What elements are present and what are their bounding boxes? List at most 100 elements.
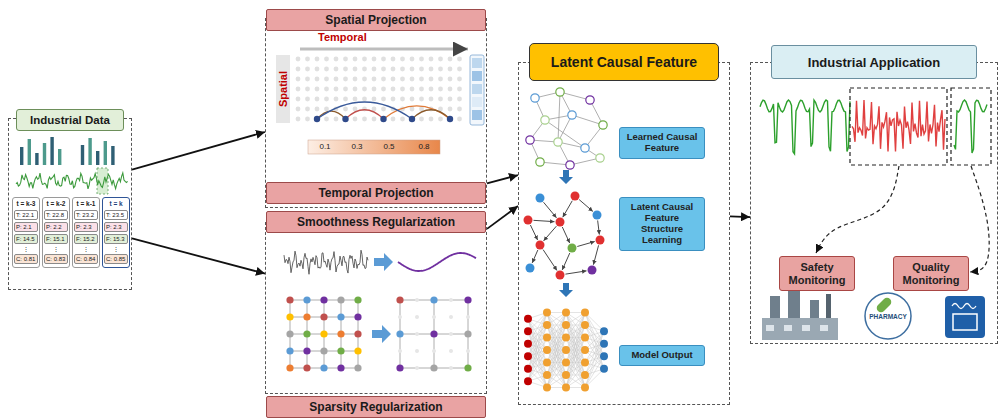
- grid-node: [303, 364, 310, 371]
- data-bar: [50, 137, 53, 165]
- selected-dot: [380, 116, 386, 122]
- nn-weight: [566, 325, 585, 388]
- grid-dot: [381, 117, 386, 122]
- neuron: [581, 309, 589, 317]
- variable-value: ⋮: [74, 246, 98, 252]
- grid-node: [303, 347, 310, 354]
- grid-dot: [372, 77, 377, 82]
- grid-node: [337, 364, 344, 371]
- neuron: [524, 352, 532, 360]
- data-bar: [43, 143, 46, 165]
- grid-dot: [362, 107, 367, 112]
- sparse-node: [430, 330, 437, 337]
- smooth-signal: [398, 253, 476, 271]
- neuron: [562, 334, 570, 342]
- stage-panel: Spatial ProjectionTemporal Projection: [265, 18, 487, 208]
- grid-dot: [391, 67, 396, 72]
- nn-weight: [547, 313, 566, 376]
- grid-dot: [438, 77, 443, 82]
- spatial-axis-bar: [276, 55, 290, 123]
- flow-arrow: [730, 215, 750, 218]
- nn-weight: [566, 325, 585, 388]
- grid-dot: [315, 107, 320, 112]
- neuron: [581, 334, 589, 342]
- feature-node: [599, 121, 607, 129]
- fault-signal: [852, 100, 945, 151]
- neuron: [562, 321, 570, 329]
- grid-dot: [334, 97, 339, 102]
- grid-dot: [419, 117, 424, 122]
- weight-cell: [472, 97, 482, 107]
- neuron: [600, 365, 608, 373]
- factory-tower: [770, 296, 780, 318]
- dependency-arc: [317, 102, 412, 119]
- motor-wave: [952, 304, 976, 309]
- time-step-card: t = kT: 23.5P: 2.3F: 15.3⋮C: 0.85: [102, 197, 130, 268]
- feature-node: [541, 116, 549, 124]
- selected-dot: [447, 116, 453, 122]
- neuron: [524, 377, 532, 385]
- grid-dot: [334, 117, 339, 122]
- causal-node: [536, 194, 545, 203]
- label-box: Latent Causal Feature Structure Learning: [619, 197, 705, 251]
- grid-dot: [353, 67, 358, 72]
- grid-dot: [410, 117, 415, 122]
- sparse-node: [432, 349, 436, 353]
- box-label: Learned Causal Feature: [623, 132, 701, 154]
- grid-dot: [448, 107, 453, 112]
- time-step-label: t = k-3: [14, 200, 38, 208]
- stage-panel: Industrial ApplicationSafety MonitoringQ…: [750, 62, 998, 344]
- grid-dot: [381, 97, 386, 102]
- grid-node: [337, 330, 344, 337]
- causal-node: [556, 218, 565, 227]
- neuron: [562, 371, 570, 379]
- causal-node: [571, 192, 580, 201]
- weight-cell: [472, 71, 482, 81]
- grid-dot: [296, 67, 301, 72]
- grid-dot: [362, 97, 367, 102]
- causal-node: [588, 266, 597, 275]
- grid-dot: [343, 87, 348, 92]
- causal-node: [536, 241, 545, 250]
- feature-node: [581, 144, 589, 152]
- grid-dot: [391, 87, 396, 92]
- feature-node: [526, 136, 534, 144]
- panel-heading: Latent Causal Feature: [529, 43, 719, 81]
- grid-dot: [400, 57, 405, 62]
- nn-weight: [566, 350, 585, 388]
- sparse-node: [430, 296, 437, 303]
- causal-edge: [562, 227, 569, 243]
- causal-edge: [577, 242, 594, 247]
- data-bar: [20, 147, 23, 165]
- grid-dot: [305, 67, 310, 72]
- sparse-node: [449, 332, 453, 336]
- variable-value: T: 23.5: [104, 210, 128, 220]
- grid-dot: [296, 107, 301, 112]
- neuron: [562, 346, 570, 354]
- neuron: [600, 327, 608, 335]
- variable-value: P: 2.1: [14, 222, 38, 232]
- grid-dot: [372, 67, 377, 72]
- grid-dot: [305, 107, 310, 112]
- noisy-signal: [284, 250, 368, 274]
- grid-dot: [457, 67, 462, 72]
- grid-dot: [372, 87, 377, 92]
- panel-heading: Spatial Projection: [266, 9, 486, 31]
- neuron: [600, 352, 608, 360]
- causal-edge: [562, 253, 570, 270]
- grid-dot: [400, 67, 405, 72]
- grid-dot: [438, 117, 443, 122]
- neuron: [581, 384, 589, 392]
- axis-label: Temporal: [318, 32, 367, 43]
- variable-value: T: 22.1: [14, 210, 38, 220]
- feature-node: [536, 158, 544, 166]
- data-bar: [111, 146, 114, 165]
- grid-dot: [419, 87, 424, 92]
- flow-arrow: [487, 206, 518, 229]
- sparse-node: [396, 296, 403, 303]
- grid-dot: [438, 67, 443, 72]
- causal-edge: [533, 220, 554, 221]
- grid-dot: [353, 87, 358, 92]
- causal-edge: [565, 271, 586, 274]
